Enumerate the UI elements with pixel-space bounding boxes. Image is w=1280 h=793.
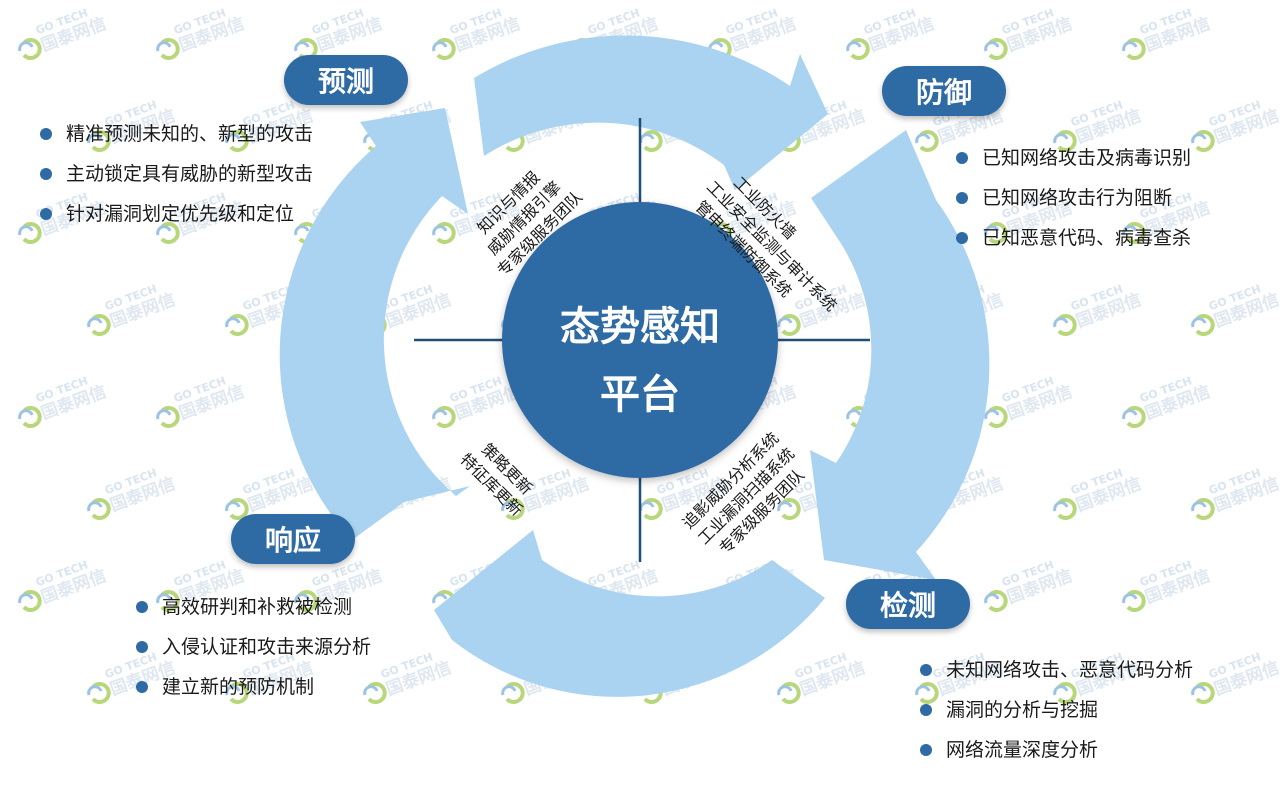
arrow-bottom [434,530,825,697]
bullet-dot [956,232,968,244]
bullet-dot [920,744,932,756]
defense-badge: 防御 [882,66,1006,116]
list-item: 针对漏洞划定优先级和定位 [40,194,313,234]
list-item: 高效研判和补救被检测 [136,587,371,627]
bullet-dot [136,681,148,693]
list-item-text: 高效研判和补救被检测 [162,596,353,618]
detect-badge: 检测 [846,579,970,629]
list-item-text: 网络流量深度分析 [946,739,1099,761]
list-item: 已知网络攻击及病毒识别 [956,138,1191,178]
list-item-text: 已知恶意代码、病毒查杀 [982,227,1192,249]
list-item-text: 已知网络攻击行为阻断 [982,187,1173,209]
arrow-right [810,130,990,580]
list-item: 未知网络攻击、恶意代码分析 [920,650,1193,690]
response-list: 高效研判和补救被检测 入侵认证和攻击来源分析 建立新的预防机制 [136,587,371,707]
list-item: 网络流量深度分析 [920,730,1193,770]
bullet-dot [40,208,52,220]
quadrant-bottom-left-labels: 策略更新 特征库更新 [456,440,536,520]
list-item: 已知恶意代码、病毒查杀 [956,218,1191,258]
arrow-left [279,108,470,540]
defense-list: 已知网络攻击及病毒识别 已知网络攻击行为阻断 已知恶意代码、病毒查杀 [956,138,1191,258]
list-item: 入侵认证和攻击来源分析 [136,627,371,667]
list-item: 建立新的预防机制 [136,667,371,707]
bullet-dot [956,152,968,164]
list-item-text: 未知网络攻击、恶意代码分析 [946,659,1194,681]
bullet-dot [40,168,52,180]
bullet-dot [920,704,932,716]
list-item-text: 已知网络攻击及病毒识别 [982,147,1192,169]
predict-badge: 预测 [284,55,408,105]
arrow-top [474,35,828,190]
center-title-line1: 态势感知 [560,304,720,350]
list-item: 已知网络攻击行为阻断 [956,178,1191,218]
list-item-text: 主动锁定具有威胁的新型攻击 [66,163,314,185]
predict-list: 精准预测未知的、新型的攻击 主动锁定具有威胁的新型攻击 针对漏洞划定优先级和定位 [40,114,313,234]
bullet-dot [956,192,968,204]
list-item-text: 精准预测未知的、新型的攻击 [66,123,314,145]
center-title-line2: 平台 [600,372,680,418]
list-item: 漏洞的分析与挖掘 [920,690,1193,730]
center-platform-circle [502,202,778,478]
list-item-text: 入侵认证和攻击来源分析 [162,636,372,658]
response-badge: 响应 [231,514,355,564]
bullet-dot [40,128,52,140]
list-item: 精准预测未知的、新型的攻击 [40,114,313,154]
list-item: 主动锁定具有威胁的新型攻击 [40,154,313,194]
detect-list: 未知网络攻击、恶意代码分析 漏洞的分析与挖掘 网络流量深度分析 [920,650,1193,770]
list-item-text: 针对漏洞划定优先级和定位 [66,203,295,225]
bullet-dot [920,664,932,676]
bullet-dot [136,641,148,653]
list-item-text: 漏洞的分析与挖掘 [946,699,1099,721]
bullet-dot [136,601,148,613]
list-item-text: 建立新的预防机制 [162,676,315,698]
